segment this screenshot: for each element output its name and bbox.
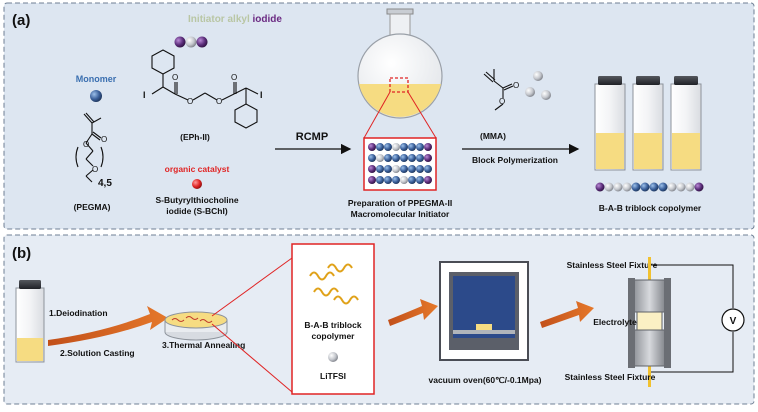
bottles-a [594, 76, 702, 171]
bottle-b [15, 280, 45, 363]
prep-label-line1: Preparation of PPEGMA-II [348, 198, 452, 208]
zoom-line-right [407, 91, 437, 139]
fixture-bottom-label: Stainless Steel Fixture [565, 372, 656, 382]
zoom-line-b-top [211, 257, 293, 317]
prep-label-line2: Macromolecular Initiator [351, 209, 450, 219]
orange-arrow-1 [48, 306, 168, 346]
voltmeter-label: V [730, 316, 737, 327]
round-flask [357, 8, 443, 119]
pegma-o1: O [101, 135, 107, 144]
panel-b-frame [3, 234, 755, 405]
voltmeter-icon [721, 308, 745, 332]
pegma-structure [75, 112, 104, 183]
step-deiodination: 1.Deiodination [49, 308, 108, 318]
oven-label: vacuum oven(60℃/-0.1Mpa) [429, 375, 542, 385]
fixture-top-label: Stainless Steel Fixture [567, 260, 658, 270]
pegma-o3: O [92, 165, 98, 174]
zoom-line-left [363, 91, 391, 139]
ephii-i1: I [143, 90, 146, 100]
step-annealing: 3.Thermal Annealing [162, 340, 245, 350]
panel-a-frame [3, 2, 755, 230]
ephii-o4: O [231, 73, 237, 82]
litfsi-label: LiTFSI [320, 371, 346, 381]
steel-fixture [628, 257, 671, 387]
mma-o2: O [499, 97, 505, 106]
mma-o1: O [513, 81, 519, 90]
monomer-title: Monomer [76, 74, 117, 84]
catalyst-name-line2: iodide (S-BChI) [166, 206, 228, 216]
ephii-o2: O [187, 97, 193, 106]
macroinitiator-chains [368, 143, 432, 184]
orange-arrow-2 [388, 299, 438, 326]
monomer-bead [90, 90, 102, 102]
initiator-title: Initiator alkyl iodide [188, 14, 282, 25]
triblock-chain [595, 182, 704, 192]
orange-arrow-3 [540, 301, 594, 328]
circuit-bottom [651, 332, 734, 373]
mma-structure [483, 69, 514, 111]
circuit-top [651, 264, 734, 308]
macroinitiator-zoom-box [363, 137, 437, 191]
panel-a-label: (a) [12, 12, 30, 29]
ephii-o3: O [216, 97, 222, 106]
copolymer-line1: B-A-B triblock [304, 320, 361, 330]
electrolyte-label: Electrolyte [593, 317, 637, 327]
catalyst-name-line1: S-Butyrylthiocholine [155, 195, 238, 205]
mma-beads [525, 71, 551, 100]
catalyst-title: organic catalyst [165, 164, 230, 174]
petri-dish [164, 311, 228, 341]
polymer-chains [309, 263, 359, 305]
ephii-label: (EPh-II) [180, 132, 210, 142]
step-casting: 2.Solution Casting [60, 348, 135, 358]
pegma-subscript: 4,5 [98, 178, 112, 189]
triblock-label: B-A-B triblock copolymer [599, 203, 702, 213]
copolymer-line2: copolymer [312, 331, 356, 341]
vacuum-oven [439, 261, 529, 361]
ephii-structure [151, 49, 259, 129]
litfsi-bead [328, 352, 338, 362]
ephii-o1: O [172, 73, 178, 82]
panel-b-label: (b) [12, 245, 31, 262]
pegma-o2: O [83, 140, 89, 149]
initiator-beads [174, 36, 208, 48]
mma-label: (MMA) [480, 131, 506, 141]
film-zoom-box [291, 243, 375, 395]
catalyst-bead [192, 179, 202, 189]
zoom-line-b-bottom [211, 323, 293, 393]
block-label: Block Polymerization [472, 155, 558, 165]
ephii-i2: I [260, 90, 263, 100]
pegma-label: (PEGMA) [74, 202, 111, 212]
rcmp-label: RCMP [296, 131, 328, 143]
